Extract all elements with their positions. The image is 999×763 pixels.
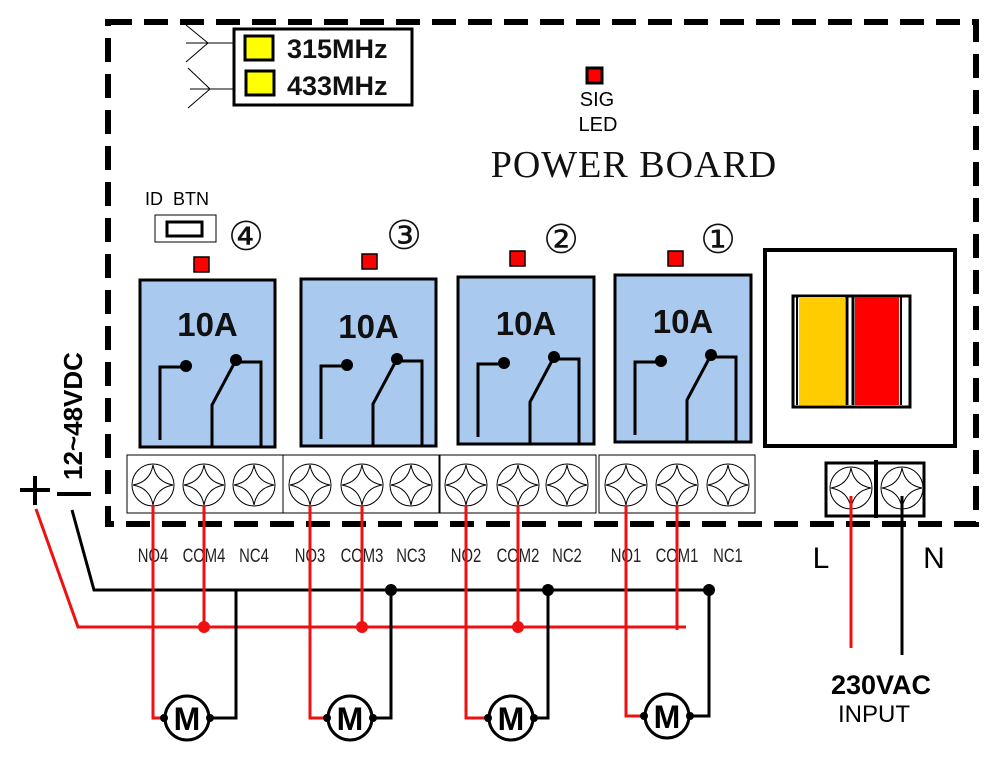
terminal-screw-icon[interactable] <box>706 463 750 507</box>
board-outline <box>105 19 979 527</box>
junction-dot <box>198 621 210 633</box>
id-button[interactable] <box>165 220 204 238</box>
junction-dot <box>542 584 554 596</box>
relay-led <box>509 250 526 267</box>
relay-wiring-1 <box>624 505 715 718</box>
junction-dot <box>356 621 368 633</box>
relay-contact-icon <box>158 354 263 446</box>
transformer-coil-yellow <box>799 297 845 405</box>
terminal-label-nc4: NC4 <box>239 545 269 566</box>
rf-315-label: 315MHz <box>287 34 388 64</box>
motor-label: M <box>498 701 525 737</box>
return-wire <box>209 590 238 720</box>
relay-2: ② 10A <box>456 217 596 446</box>
relay-4: ④ 10A <box>138 214 277 449</box>
relay-led <box>193 256 210 273</box>
terminal-screw-icon[interactable] <box>604 463 648 507</box>
motor-3: M <box>323 694 377 742</box>
id-button-label: ID BTN <box>145 189 209 209</box>
no-wire <box>151 505 165 720</box>
relay-contact-icon <box>319 353 424 445</box>
motor-1: M <box>640 692 694 740</box>
motor-label: M <box>337 701 364 737</box>
relay-wiring-3 <box>308 505 397 720</box>
relay-rating: 10A <box>496 305 557 342</box>
junction-dot <box>385 584 397 596</box>
terminal-label-nc3: NC3 <box>396 545 426 566</box>
terminal-block-3 <box>282 454 440 514</box>
transformer-coil-red <box>855 297 899 405</box>
relay-number: ① <box>700 217 736 262</box>
return-wire <box>533 590 550 720</box>
relay-1: ① 10A <box>613 217 753 444</box>
relay-number: ④ <box>228 214 264 259</box>
relay-number: ③ <box>386 213 422 258</box>
relay-rating: 10A <box>338 308 399 345</box>
junction-dot <box>703 584 715 596</box>
relay-3: ③ 10A <box>299 213 438 448</box>
rf-315-indicator <box>243 34 275 62</box>
relay-number: ② <box>543 217 579 262</box>
antenna-icon <box>185 24 237 109</box>
relay-rating: 10A <box>177 306 238 343</box>
terminal-label-nc2: NC2 <box>552 545 582 566</box>
terminal-blocks <box>126 454 756 514</box>
terminal-label-nc1: NC1 <box>713 545 743 566</box>
sig-led <box>585 66 604 85</box>
positive-bus-wire <box>34 508 686 629</box>
rf-433-indicator <box>244 69 276 97</box>
board-title: POWER BOARD <box>491 144 778 186</box>
terminal-block-4 <box>126 454 284 514</box>
terminal-block-2 <box>439 454 597 514</box>
ac-voltage-label: 230VAC <box>831 670 931 700</box>
motor-4: M <box>160 694 214 742</box>
relay-group: ④ 10A ③ 10A ② 10A ① 10A <box>138 213 753 449</box>
terminal-screw-icon[interactable] <box>545 463 589 507</box>
relay-contact-icon <box>476 351 581 443</box>
no-wire <box>464 505 489 720</box>
terminal-screw-icon[interactable] <box>232 463 276 507</box>
return-wire <box>689 590 711 718</box>
terminal-screw-icon[interactable] <box>444 463 488 507</box>
return-wire <box>372 590 393 720</box>
terminal-screw-icon[interactable] <box>340 463 384 507</box>
terminal-screw-icon[interactable] <box>182 463 226 507</box>
rf-433-label: 433MHz <box>287 71 388 101</box>
terminal-screw-icon[interactable] <box>131 463 175 507</box>
sig-led-label-line1: SIG <box>580 89 614 111</box>
motor-2: M <box>484 694 538 742</box>
motor-label: M <box>654 699 681 735</box>
junction-dot <box>512 621 524 633</box>
no-wire <box>308 505 328 720</box>
dc-plus-icon <box>20 476 50 505</box>
terminal-screw-icon[interactable] <box>288 463 332 507</box>
terminal-screw-icon[interactable] <box>389 463 433 507</box>
terminal-screw-icon[interactable] <box>496 463 540 507</box>
ac-terminal-label-l: L <box>813 542 830 575</box>
relay-wiring-4 <box>151 505 238 720</box>
ac-terminal-label-n: N <box>923 542 945 575</box>
relay-contact-icon <box>633 349 738 441</box>
motor-label: M <box>174 701 201 737</box>
relay-wiring-2 <box>464 505 554 720</box>
sig-led-label-line2: LED <box>579 114 618 136</box>
negative-bus-wire <box>70 509 711 592</box>
relay-led <box>667 250 684 267</box>
relay-led <box>361 253 378 270</box>
ac-input-label: INPUT <box>838 701 910 728</box>
terminal-block-1 <box>598 454 756 514</box>
relay-rating: 10A <box>653 303 714 340</box>
terminal-screw-icon[interactable] <box>655 463 699 507</box>
dc-input-label: 12~48VDC <box>58 352 88 480</box>
no-wire <box>624 505 645 718</box>
